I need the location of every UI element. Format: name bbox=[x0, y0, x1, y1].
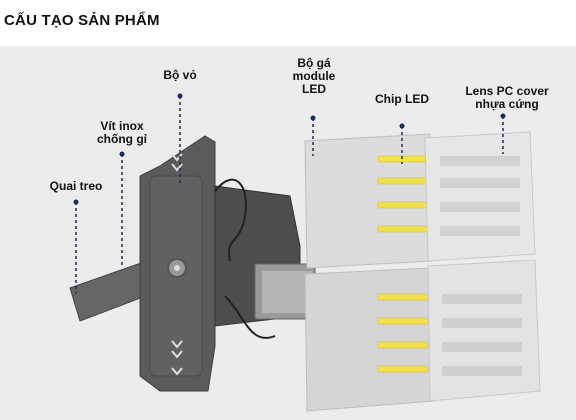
exploded-diagram bbox=[69, 93, 541, 412]
label-module-bracket: Bộ gá module LED bbox=[292, 56, 336, 96]
leader-lines bbox=[75, 96, 504, 294]
lens-cover-top bbox=[424, 131, 536, 262]
module-bracket-bottom bbox=[304, 267, 435, 412]
label-lens-cover: Lens PC cover nhựa cứng bbox=[465, 84, 549, 111]
label-housing: Bộ vỏ bbox=[163, 68, 197, 82]
module-bracket-top bbox=[304, 133, 433, 269]
heat-sink bbox=[214, 178, 316, 339]
label-screw: Vít inox chống gỉ bbox=[97, 119, 147, 146]
housing-body bbox=[139, 135, 216, 392]
label-hanger: Quai treo bbox=[49, 179, 103, 193]
lens-cover-bottom bbox=[427, 259, 541, 402]
page-title: CẤU TẠO SẢN PHẨM bbox=[4, 12, 160, 29]
led-chips bbox=[377, 155, 429, 373]
label-chip-led: Chip LED bbox=[375, 92, 429, 106]
leader-dots bbox=[73, 93, 506, 205]
